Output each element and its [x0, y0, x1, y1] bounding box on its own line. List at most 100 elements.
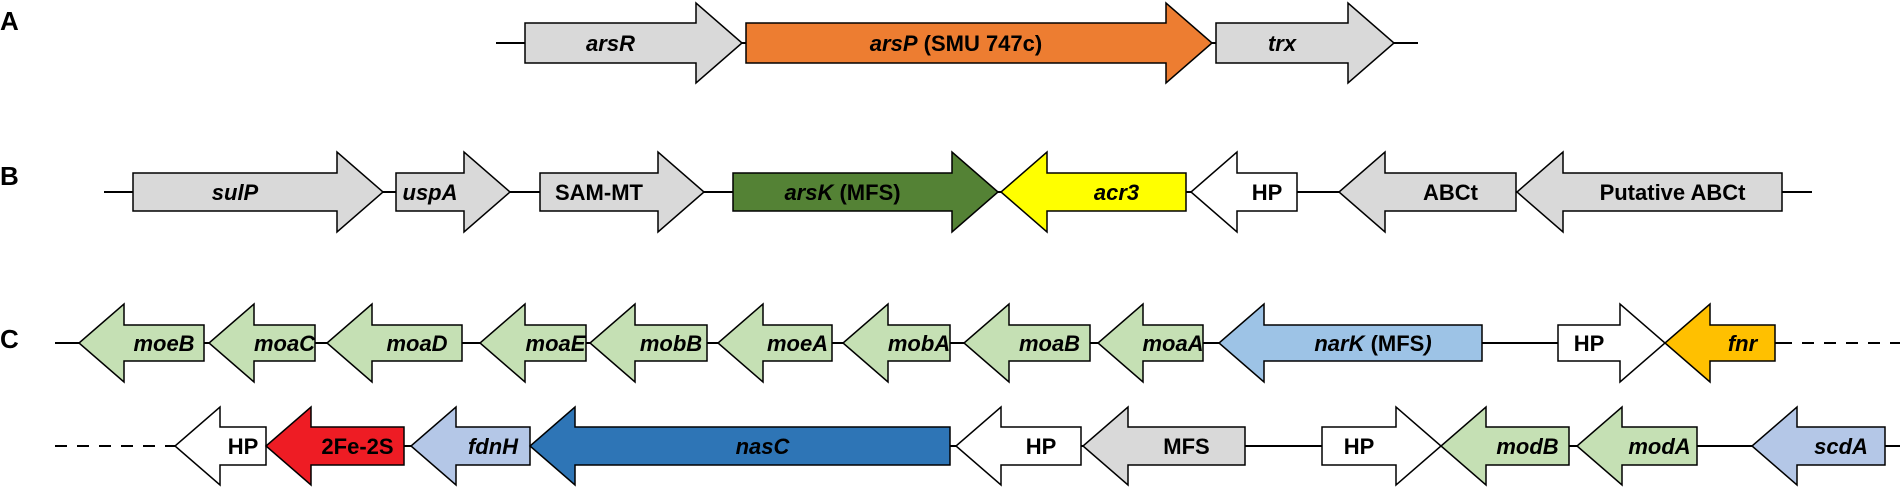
panel-b-gene-3-label-part: SAM-MT	[555, 180, 644, 205]
panel-c-gene-20-label: modB	[1496, 434, 1558, 459]
panel-a-gene-3: trx	[1215, 1, 1396, 85]
panel-c-gene-19-label-part: HP	[1344, 434, 1375, 459]
panel-b-gene-8-arrow	[1515, 150, 1783, 234]
panel-c-gene-2-label-part: moaC	[254, 331, 316, 356]
panel-b-gene-6-label: HP	[1252, 180, 1283, 205]
panel-b-gene-7-label: ABCt	[1423, 180, 1479, 205]
panel-a-gene-3-label: trx	[1268, 31, 1297, 56]
panel-c-gene-4: moaE	[478, 302, 587, 384]
panel-c-gene-11: HP	[1557, 302, 1667, 384]
panel-c-gene-9-arrow	[1096, 302, 1204, 384]
panel-a-gene-3-label-part: trx	[1268, 31, 1297, 56]
panel-a-gene-1-arrow	[524, 1, 744, 85]
panel-b-gene-5: acr3	[999, 150, 1187, 234]
backbones	[55, 42, 1900, 447]
panel-c-gene-16-arrow	[528, 405, 951, 487]
panel-c-gene-11-arrow	[1557, 302, 1667, 384]
panel-c-gene-5-label-part: mobB	[640, 331, 702, 356]
panel-c-gene-13-label: HP	[228, 434, 259, 459]
panel-c-gene-17-arrow	[954, 405, 1082, 487]
panel-c-gene-11-label-part: HP	[1574, 331, 1605, 356]
panel-c-gene-9-label-part: moaA	[1142, 331, 1203, 356]
panel-label-a: A	[0, 6, 19, 36]
panel-c-gene-4-arrow	[478, 302, 587, 384]
panel-c-gene-16-label-part: nasC	[736, 434, 791, 459]
panel-a-gene-1-label-part: arsR	[586, 31, 635, 56]
panel-c-gene-20-label-part: modB	[1496, 434, 1558, 459]
panel-c-gene-4-label-part: moaE	[526, 331, 587, 356]
panel-c-gene-10-label: narK (MFS)	[1314, 331, 1431, 356]
panel-b-gene-1-label-part: sulP	[212, 180, 259, 205]
panel-c-gene-21-label: modA	[1628, 434, 1690, 459]
panel-b-gene-1-arrow	[132, 150, 385, 234]
panel-c-gene-10-label-part: )	[1422, 331, 1431, 356]
panel-b-gene-8-label: Putative ABCt	[1600, 180, 1747, 205]
panel-c-gene-1-arrow	[77, 302, 205, 384]
panel-b-gene-4-label: arsK (MFS)	[784, 180, 900, 205]
panel-c-gene-7: mobA	[841, 302, 951, 384]
panel-c-gene-2-label: moaC	[254, 331, 316, 356]
panel-b-gene-6: HP	[1189, 150, 1298, 234]
panel-b-gene-7-arrow	[1337, 150, 1517, 234]
panel-b-gene-4-arrow	[732, 150, 1000, 234]
panel-c-gene-11-label: HP	[1574, 331, 1605, 356]
panel-c-gene-21-label-part: modA	[1628, 434, 1690, 459]
panel-b-gene-5-label: acr3	[1094, 180, 1139, 205]
panel-c-gene-9-label: moaA	[1142, 331, 1203, 356]
panel-c-gene-21: modA	[1575, 405, 1698, 487]
panel-c-gene-6-label: moeA	[767, 331, 828, 356]
panel-b-gene-3: SAM-MT	[539, 150, 706, 234]
panel-a-gene-2-label-part: arsP	[870, 31, 918, 56]
panel-b-gene-7: ABCt	[1337, 150, 1517, 234]
gene-arrows: arsR arsP (SMU 747c) trx sulP uspA SAM-MT arsK…	[77, 1, 1886, 487]
panel-c-gene-15-label: fdnH	[468, 434, 519, 459]
panel-label-b: B	[0, 161, 19, 191]
panel-c-gene-1: moeB	[77, 302, 205, 384]
panel-b-gene-7-label-part: ABCt	[1423, 180, 1479, 205]
panel-c-gene-17-label: HP	[1026, 434, 1057, 459]
panel-c-gene-13-label-part: HP	[228, 434, 259, 459]
panel-c-gene-4-label: moaE	[526, 331, 587, 356]
panel-c-gene-19-arrow	[1321, 405, 1443, 487]
panel-c-gene-12-arrow	[1663, 302, 1776, 384]
panel-b-gene-2-label-part: uspA	[403, 180, 458, 205]
panel-b-gene-6-arrow	[1189, 150, 1298, 234]
panel-b-gene-3-label: SAM-MT	[555, 180, 644, 205]
panel-c-gene-22-label-part: scdA	[1814, 434, 1868, 459]
panel-c-gene-19: HP	[1321, 405, 1443, 487]
panel-a-gene-1: arsR	[524, 1, 744, 85]
panel-c-gene-22: scdA	[1750, 405, 1886, 487]
panel-c-gene-2-arrow	[207, 302, 316, 384]
panel-c-gene-5: mobB	[588, 302, 708, 384]
panel-c-gene-16: nasC	[528, 405, 951, 487]
panel-b-gene-1: sulP	[132, 150, 385, 234]
panel-c-gene-5-label: mobB	[640, 331, 702, 356]
panel-c-gene-3-arrow	[325, 302, 463, 384]
panel-b-gene-8-label-part: Putative ABCt	[1600, 180, 1747, 205]
panel-c-gene-8-label: moaB	[1019, 331, 1080, 356]
panel-c-gene-14-label: 2Fe-2S	[321, 434, 393, 459]
panel-a-gene-1-label: arsR	[586, 31, 635, 56]
panel-c-gene-9: moaA	[1096, 302, 1204, 384]
panel-c-gene-22-arrow	[1750, 405, 1886, 487]
panel-c-gene-18-label: MFS	[1163, 434, 1209, 459]
panel-a-gene-2-label: arsP (SMU 747c)	[870, 31, 1042, 56]
panel-c-gene-10: narK (MFS)	[1217, 302, 1483, 384]
panel-c-gene-2: moaC	[207, 302, 316, 384]
panel-b-gene-4: arsK (MFS)	[732, 150, 1000, 234]
panel-b-gene-6-label-part: HP	[1252, 180, 1283, 205]
panel-c-gene-8-label-part: moaB	[1019, 331, 1080, 356]
panel-c-gene-7-arrow	[841, 302, 951, 384]
panel-b-gene-5-arrow	[999, 150, 1187, 234]
panel-c-gene-10-label-part: (MFS	[1364, 331, 1424, 356]
panel-c-gene-13: HP	[173, 405, 267, 487]
panel-c-gene-5-arrow	[588, 302, 708, 384]
panel-label-c: C	[0, 324, 19, 354]
panel-c-gene-12-label-part: fnr	[1728, 331, 1759, 356]
panel-c-gene-20-arrow	[1439, 405, 1570, 487]
panel-c-gene-14: 2Fe-2S	[264, 405, 405, 487]
panel-c-gene-3-label: moaD	[386, 331, 447, 356]
panel-c-gene-8-arrow	[962, 302, 1091, 384]
panel-c-gene-6: moeA	[716, 302, 833, 384]
panel-b-gene-5-label-part: acr3	[1094, 180, 1139, 205]
